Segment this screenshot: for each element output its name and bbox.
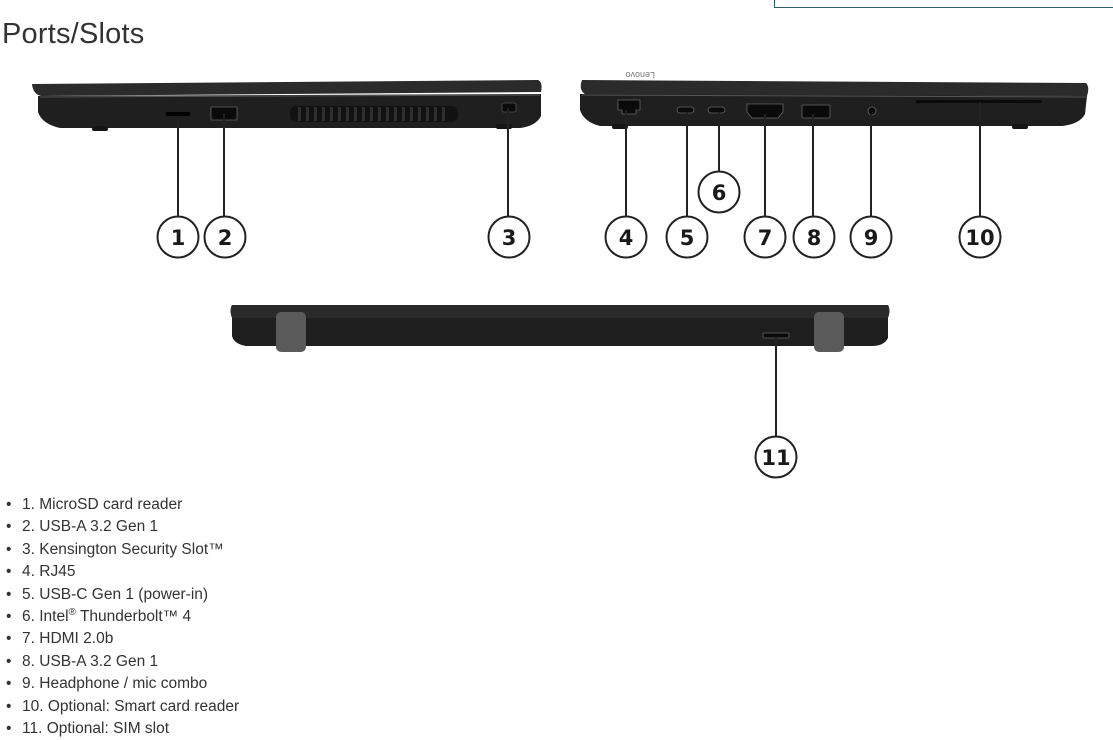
lenovo-logo: Lenovo bbox=[625, 70, 655, 80]
svg-text:2: 2 bbox=[218, 226, 233, 250]
callout-3: 3 bbox=[487, 215, 531, 259]
callout-circles: 1 2 3 4 5 6 7 8 bbox=[156, 170, 1002, 479]
callout-leader-lines bbox=[177, 102, 981, 436]
smart-card-slot bbox=[916, 100, 1042, 103]
svg-text:9: 9 bbox=[864, 226, 879, 250]
svg-text:3: 3 bbox=[502, 226, 517, 250]
svg-text:1: 1 bbox=[171, 226, 186, 250]
svg-text:5: 5 bbox=[680, 226, 695, 250]
list-item: •8. USB-A 3.2 Gen 1 bbox=[6, 652, 159, 670]
callout-9: 9 bbox=[849, 215, 893, 259]
svg-text:10: 10 bbox=[965, 226, 994, 250]
rj45-port bbox=[617, 99, 641, 115]
hinge-right bbox=[814, 312, 844, 352]
list-item: •10. Optional: Smart card reader bbox=[6, 697, 240, 715]
audio-jack bbox=[867, 106, 877, 116]
callout-11: 11 bbox=[754, 435, 798, 479]
list-item: •2. USB-A 3.2 Gen 1 bbox=[6, 518, 159, 536]
callout-5: 5 bbox=[665, 215, 709, 259]
page-title: Ports/Slots bbox=[2, 18, 145, 50]
list-item: •7. HDMI 2.0b bbox=[6, 630, 114, 648]
list-item: •9. Headphone / mic combo bbox=[6, 675, 208, 693]
svg-text:8: 8 bbox=[807, 226, 822, 250]
svg-text:7: 7 bbox=[758, 226, 773, 250]
laptop-rear-view bbox=[230, 305, 890, 352]
callout-6: 6 bbox=[697, 170, 741, 214]
svg-text:6: 6 bbox=[712, 181, 727, 205]
laptop-left-side-view bbox=[32, 80, 542, 131]
svg-text:4: 4 bbox=[619, 226, 634, 250]
list-item: •6. Intel® Thunderbolt™ 4 bbox=[6, 606, 192, 625]
thunderbolt-port bbox=[707, 106, 726, 114]
list-item: •4. RJ45 bbox=[6, 563, 76, 581]
ports-list: •1. MicroSD card reader •2. USB-A 3.2 Ge… bbox=[6, 494, 239, 740]
callout-4: 4 bbox=[604, 215, 648, 259]
vent-grille bbox=[290, 106, 458, 122]
list-item: •11. Optional: SIM slot bbox=[6, 719, 170, 737]
list-item: •1. MicroSD card reader bbox=[6, 496, 183, 513]
laptop-right-side-view: Lenovo bbox=[580, 70, 1089, 129]
callout-2: 2 bbox=[203, 215, 247, 259]
ports-diagram: Lenovo bbox=[32, 70, 1089, 479]
hinge-left bbox=[276, 312, 306, 352]
list-item: •5. USB-C Gen 1 (power-in) bbox=[6, 585, 209, 603]
callout-7: 7 bbox=[743, 215, 787, 259]
callout-8: 8 bbox=[792, 215, 836, 259]
svg-text:11: 11 bbox=[761, 446, 790, 470]
microsd-slot bbox=[166, 112, 190, 116]
callout-1: 1 bbox=[156, 215, 200, 259]
usb-a-port-right bbox=[801, 104, 831, 119]
top-divider-line bbox=[774, 0, 1113, 8]
callout-10: 10 bbox=[958, 215, 1002, 259]
usb-c-power-port bbox=[676, 106, 695, 114]
hdmi-port bbox=[746, 103, 784, 119]
list-item: •3. Kensington Security Slot™ bbox=[6, 540, 224, 558]
